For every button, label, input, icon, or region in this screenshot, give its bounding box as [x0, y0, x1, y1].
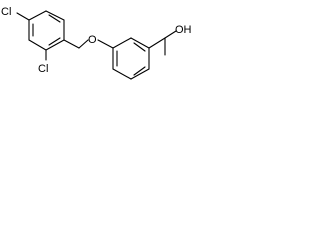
ring-to-carbinol-bond [148, 37, 166, 49]
bond-to-chlorine-top [16, 12, 30, 21]
ch2-oxygen-bond [78, 39, 89, 49]
benzyl-ch2-bond [63, 39, 80, 49]
phenyl-ring [112, 37, 150, 80]
oxygen-ring-bond [97, 39, 114, 49]
dichlorophenyl-ring [28, 10, 65, 51]
carbinol-hydroxyl-bond [164, 30, 177, 39]
chlorine-lower-label: Cl [38, 63, 48, 75]
chlorine-top-label: Cl [1, 6, 11, 18]
ether-oxygen-label: O [88, 34, 97, 46]
hydroxyl-label: OH [175, 24, 192, 36]
chemical-structure-diagram: Cl Cl O OH [1, 6, 192, 80]
